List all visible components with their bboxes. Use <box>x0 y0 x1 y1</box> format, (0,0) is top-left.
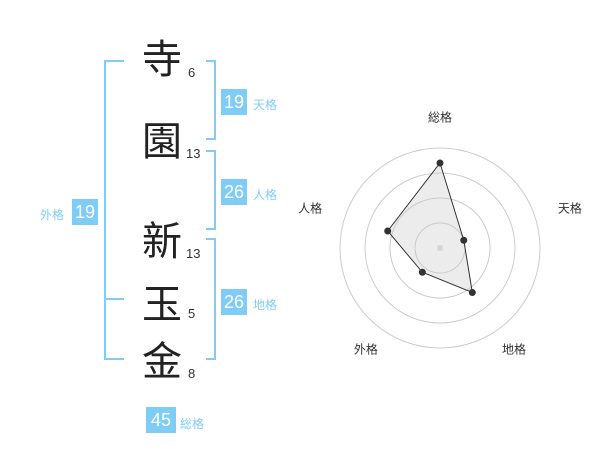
radar-point <box>460 236 468 244</box>
jinkaku-label: 人格 <box>253 188 278 202</box>
soukaku-label: 総格 <box>180 417 205 431</box>
stroke-count-2: 13 <box>186 146 201 161</box>
tenkaku-value: 19 <box>221 89 247 115</box>
stroke-count-5: 8 <box>188 366 196 381</box>
radar-ring <box>364 172 516 324</box>
soukaku-value: 45 <box>146 407 176 433</box>
jinkaku-value: 26 <box>221 179 247 205</box>
radar-axis-label: 外格 <box>354 341 378 356</box>
radar-axis-label: 天格 <box>558 201 582 216</box>
radar-point <box>436 159 444 167</box>
radar-ring <box>389 197 491 299</box>
name-char-3: 新 <box>142 219 182 265</box>
radar-axis-label: 総格 <box>428 110 452 125</box>
stroke-count-1: 6 <box>188 65 196 80</box>
radar-center <box>437 245 443 251</box>
gaikaku-value: 19 <box>72 199 98 225</box>
chikaku-label: 地格 <box>253 298 278 312</box>
radar-axis-label: 地格 <box>502 341 526 356</box>
radar-area <box>387 161 473 294</box>
stroke-count-4: 5 <box>188 306 196 321</box>
name-char-2: 園 <box>142 119 182 165</box>
radar-axis-label: 人格 <box>298 201 322 216</box>
gaikaku-label: 外格 <box>40 208 65 222</box>
radar-point <box>468 288 476 296</box>
name-char-5: 金 <box>142 339 182 385</box>
radar-point <box>384 227 392 235</box>
tenkaku-label: 天格 <box>253 98 278 112</box>
radar-point <box>418 268 426 276</box>
stroke-count-3: 13 <box>186 246 201 261</box>
name-char-4: 玉 <box>142 282 182 328</box>
radar-ring <box>339 147 541 349</box>
name-char-1: 寺 <box>142 37 182 83</box>
chikaku-value: 26 <box>221 289 247 315</box>
